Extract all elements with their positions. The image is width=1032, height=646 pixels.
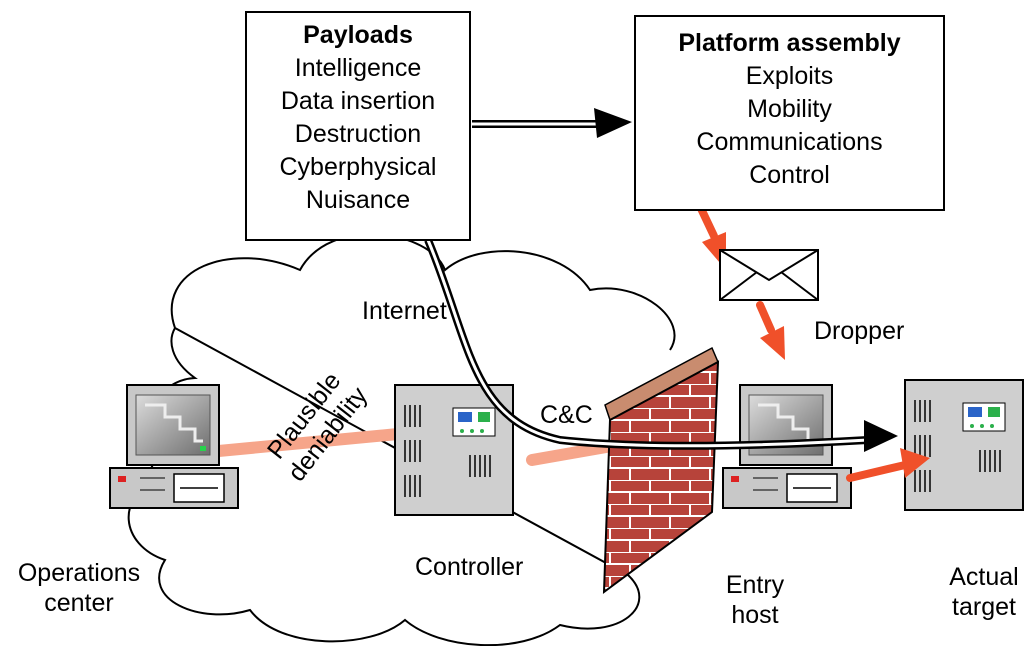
payload-item: Cyberphysical [279, 153, 437, 181]
payloads-title: Payloads [303, 21, 413, 49]
controller-link [526, 440, 618, 466]
operations-center-line2: center [44, 589, 114, 617]
envelope-icon [719, 249, 819, 301]
payloads-box: Payloads Intelligence Data insertion Des… [245, 11, 471, 241]
firewall-icon [602, 346, 720, 595]
operations-center-computer-icon [109, 384, 239, 509]
actual-target-line1: Actual [949, 563, 1019, 591]
cnc-label: C&C [540, 401, 593, 429]
entry-host-label: Entry host [715, 570, 795, 630]
actual-target-line2: target [952, 593, 1016, 621]
entry-host-computer-icon [722, 384, 852, 509]
payload-item: Nuisance [305, 186, 411, 214]
payload-item: Destruction [294, 120, 422, 148]
platform-item: Exploits [745, 62, 834, 90]
platform-item: Communications [696, 128, 883, 156]
cnc-channel-arrow [424, 238, 898, 452]
payload-item: Data insertion [280, 87, 436, 115]
entry-host-line1: Entry [725, 571, 785, 599]
platform-item: Mobility [747, 95, 832, 123]
dropper-label: Dropper [814, 317, 905, 345]
actual-target-label: Actual target [938, 562, 1030, 622]
platform-title: Platform assembly [678, 29, 901, 57]
internet-label: Internet [362, 297, 447, 325]
platform-item: Control [749, 161, 830, 189]
exploit-arrow [846, 448, 930, 482]
controller-server-icon [394, 384, 514, 516]
deniability-link [202, 428, 404, 458]
payload-to-platform-arrow [472, 108, 632, 138]
payload-item: Intelligence [294, 54, 422, 82]
operations-center-line1: Operations [17, 559, 141, 587]
entry-host-line2: host [731, 601, 779, 629]
platform-assembly-box: Platform assembly Exploits Mobility Comm… [634, 15, 945, 211]
controller-label: Controller [415, 553, 524, 581]
actual-target-server-icon [904, 379, 1024, 511]
operations-center-label: Operations center [4, 558, 154, 618]
